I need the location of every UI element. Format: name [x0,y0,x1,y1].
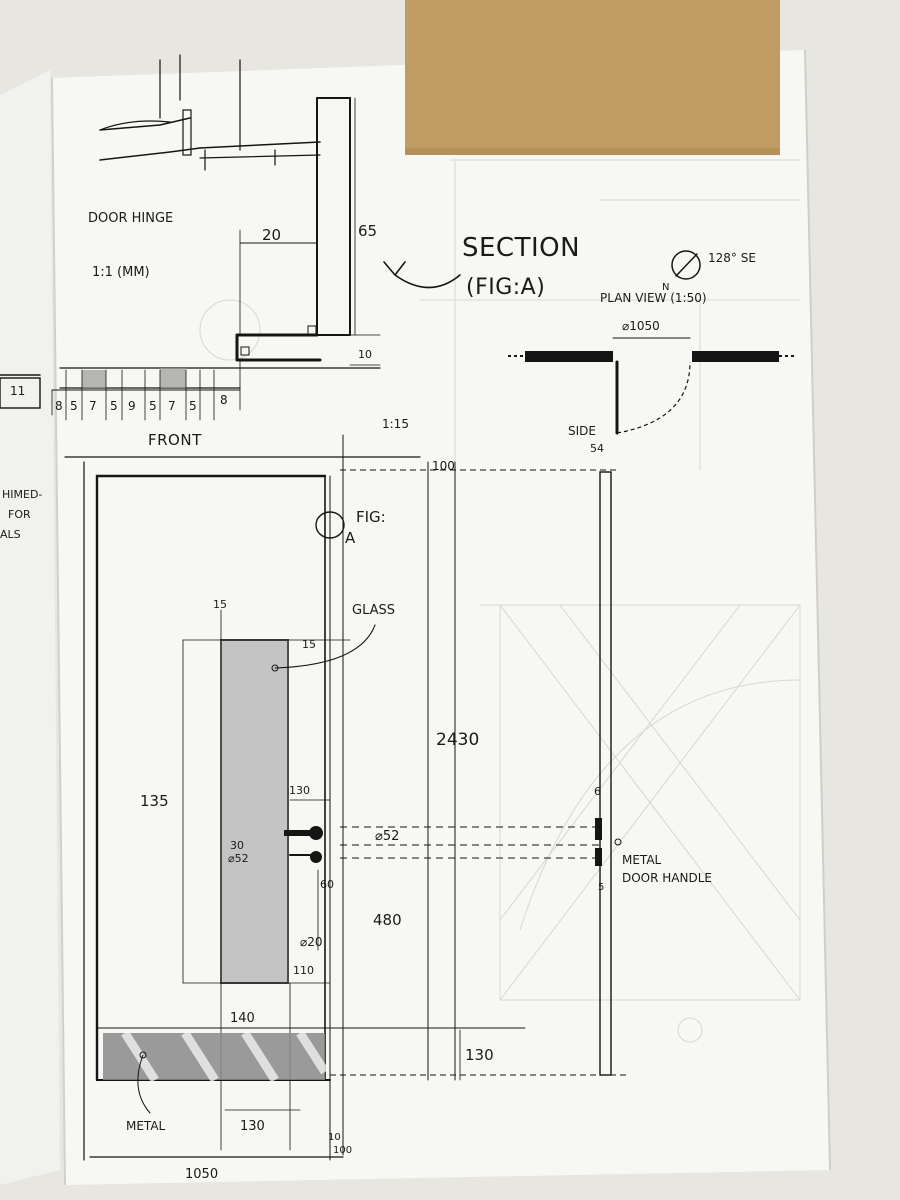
strip-dim-2: 5 [70,399,78,413]
hinge-scale-label: 1:1 (MM) [92,265,150,280]
fig-a-label: FIG: [356,508,386,526]
glass-label: GLASS [352,603,395,618]
left-page-text-2: FOR [8,508,31,521]
dim-130-bottom: 130 [465,1046,494,1064]
door-hinge-title: DOOR HINGE [88,211,173,226]
north-label: N [662,282,669,293]
floor-strip-dimensions: 8 5 7 5 9 5 7 5 8 [51,359,241,421]
left-dim-11: 11 [10,384,25,398]
metal-handle-label-2: DOOR HANDLE [622,871,712,885]
dim-100-top: 100 [432,459,455,473]
strip-dim-7: 7 [168,399,176,413]
dim-60: 60 [320,878,334,891]
dim-130-handle: 130 [289,784,310,797]
north-compass-icon [671,250,701,280]
dim-52-right: ⌀52 [375,829,399,844]
glass-panel [220,639,289,984]
section-arrow [383,261,461,289]
plan-view: N 128° SE PLAN VIEW (1:50) ⌀1050 SIDE 54 [508,250,795,455]
strip-dim-9: 8 [220,393,228,407]
side-dim-6: 6 [594,785,601,798]
dim-10-bottom: 10 [328,1132,341,1143]
dim-15-b: 15 [302,638,316,651]
door-lock-cylinder [310,851,322,863]
plan-width-dimension: ⌀1050 [622,319,660,333]
door-hinge-detail: DOOR HINGE 1:1 (MM) 20 65 10 [51,54,381,421]
side-elevation: 6 5 METAL DOOR HANDLE [594,471,712,1076]
strip-dim-3: 7 [89,399,97,413]
metal-label: METAL [126,1119,166,1133]
dim-110: 110 [293,964,314,977]
hinge-dim-20: 20 [262,226,281,244]
side-label: SIDE [568,424,596,438]
dim-20-dia: ⌀20 [300,935,323,949]
bearing-label: 128° SE [708,251,756,265]
door-swing-arc [616,361,691,434]
fig-a-callout-circle [315,511,345,539]
strip-dim-6: 5 [149,399,157,413]
dim-140: 140 [230,1011,255,1026]
fig-a-letter: A [345,529,356,547]
metal-handle-label-1: METAL [622,853,662,867]
side-dim-54: 54 [590,442,604,455]
strip-dim-8: 5 [189,399,197,413]
kraft-paper-note [405,0,780,155]
section-title: SECTION [462,233,580,263]
dim-135: 135 [140,792,169,810]
side-dim-5: 5 [598,882,604,893]
plan-view-title: PLAN VIEW (1:50) [600,291,707,305]
strip-dim-5: 9 [128,399,136,413]
front-title: FRONT [148,431,202,449]
front-elevation: 100 FIG: A 15 15 135 GLASS 130 30 ⌀52 ⌀5… [64,434,630,1182]
strip-dim-4: 5 [110,399,118,413]
dim-1050: 1050 [185,1167,218,1182]
dim-52-left: ⌀52 [228,852,249,865]
dim-480: 480 [373,911,402,929]
left-page-text-3: ALS [0,528,21,541]
dim-130-plate: 130 [240,1119,265,1134]
left-page [0,70,60,1185]
section-fig-ref: (FIG:A) [466,275,545,300]
strip-dim-1: 8 [55,399,63,413]
door-handle-knob [309,826,323,840]
dim-2430: 2430 [436,730,479,750]
dim-15-a: 15 [213,598,227,611]
dim-100-bottom: 100 [333,1145,352,1156]
ghost-bleedthrough [199,159,801,1043]
dim-30: 30 [230,839,244,852]
door-side-profile [599,471,612,1076]
left-page-text-1: HIMED- [2,488,42,501]
front-scale-label: 1:15 [382,417,409,431]
hinge-dim-10: 10 [358,348,372,361]
hinge-dim-65: 65 [358,222,377,240]
